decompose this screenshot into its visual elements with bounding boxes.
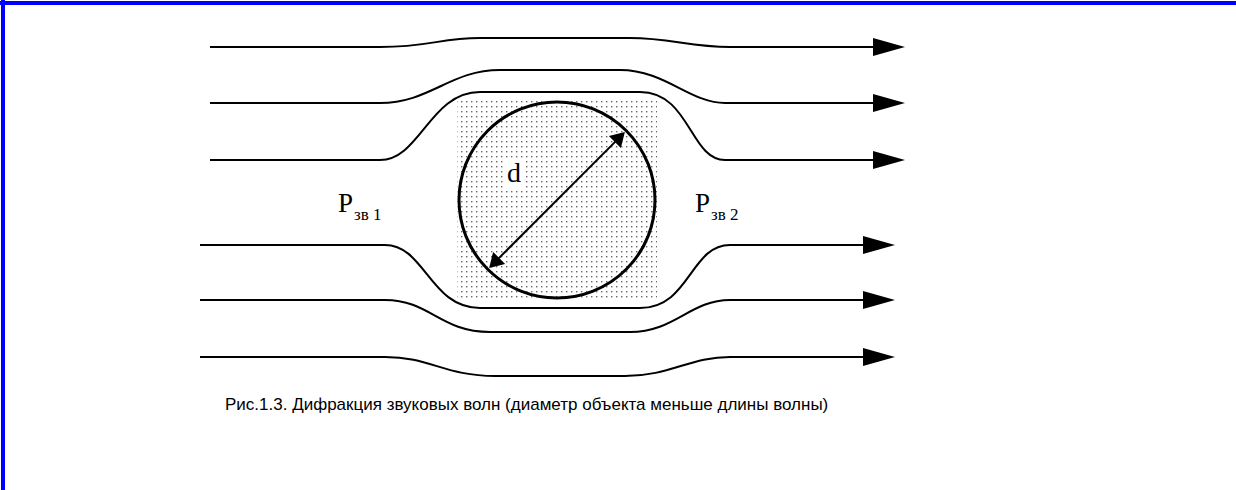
circle-outline bbox=[457, 100, 657, 300]
diameter-line bbox=[497, 140, 617, 260]
pressure-label: Pзв 1 bbox=[338, 188, 382, 219]
stipple-region bbox=[457, 100, 657, 300]
diameter-arrow bbox=[489, 132, 625, 268]
arrowhead bbox=[489, 252, 505, 268]
flow-line bbox=[200, 300, 870, 332]
arrowhead bbox=[873, 38, 905, 56]
arrowhead bbox=[863, 348, 895, 366]
flow-line bbox=[210, 38, 880, 47]
flow-line bbox=[200, 245, 870, 308]
arrowhead bbox=[863, 291, 895, 309]
figure-caption: Рис.1.3. Дифракция звуковых волн (диамет… bbox=[225, 395, 828, 415]
flow-line bbox=[200, 357, 870, 376]
object-circle: d bbox=[457, 100, 657, 300]
circle-shape bbox=[459, 102, 655, 298]
pressure-label: Pзв 2 bbox=[695, 188, 739, 219]
flow-line bbox=[210, 70, 880, 103]
frame-left bbox=[1, 0, 5, 490]
arrowhead bbox=[609, 132, 625, 148]
arrowhead bbox=[873, 151, 905, 169]
arrowhead bbox=[863, 236, 895, 254]
arrowhead bbox=[873, 94, 905, 112]
diameter-label: d bbox=[505, 158, 523, 188]
frame-top bbox=[0, 1, 1236, 5]
